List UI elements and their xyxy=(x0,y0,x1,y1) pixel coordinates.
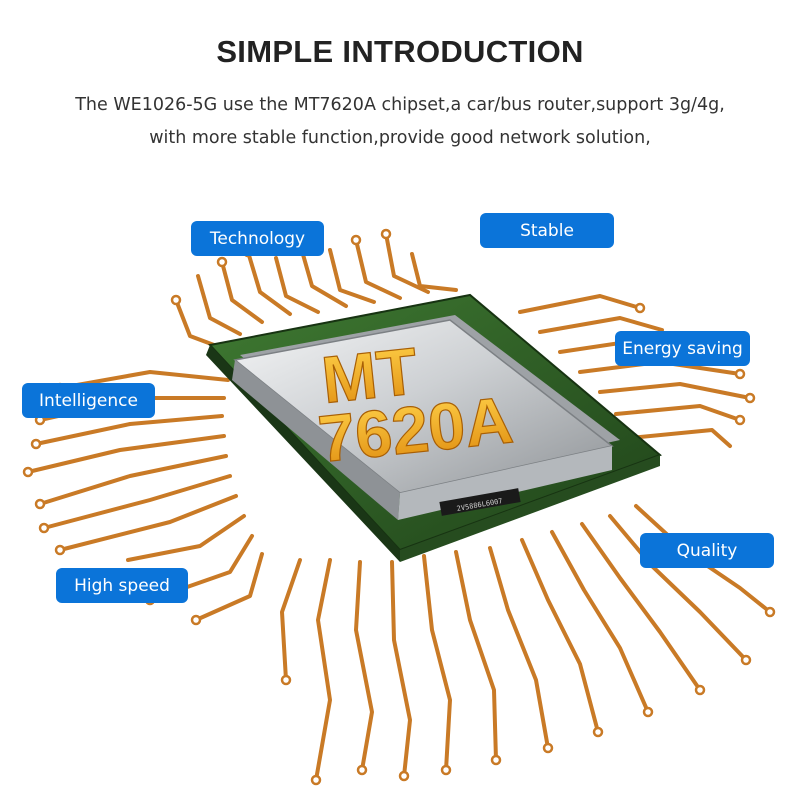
feature-tag-quality: Quality xyxy=(640,533,774,568)
feature-tag-technology: Technology xyxy=(191,221,324,256)
chip-model-line1: MT xyxy=(318,333,421,417)
feature-tag-energy-saving: Energy saving xyxy=(615,331,750,366)
feature-tag-intelligence: Intelligence xyxy=(22,383,155,418)
feature-tag-stable: Stable xyxy=(480,213,614,248)
intro-text: The WE1026-5G use the MT7620A chipset,a … xyxy=(0,89,800,155)
chip-lid xyxy=(232,315,620,520)
feature-tag-high-speed: High speed xyxy=(56,568,188,603)
intro-line-2: with more stable function,provide good n… xyxy=(149,128,651,148)
page-title: SIMPLE INTRODUCTION xyxy=(216,34,584,69)
intro-line-1: The WE1026-5G use the MT7620A chipset,a … xyxy=(75,95,725,115)
